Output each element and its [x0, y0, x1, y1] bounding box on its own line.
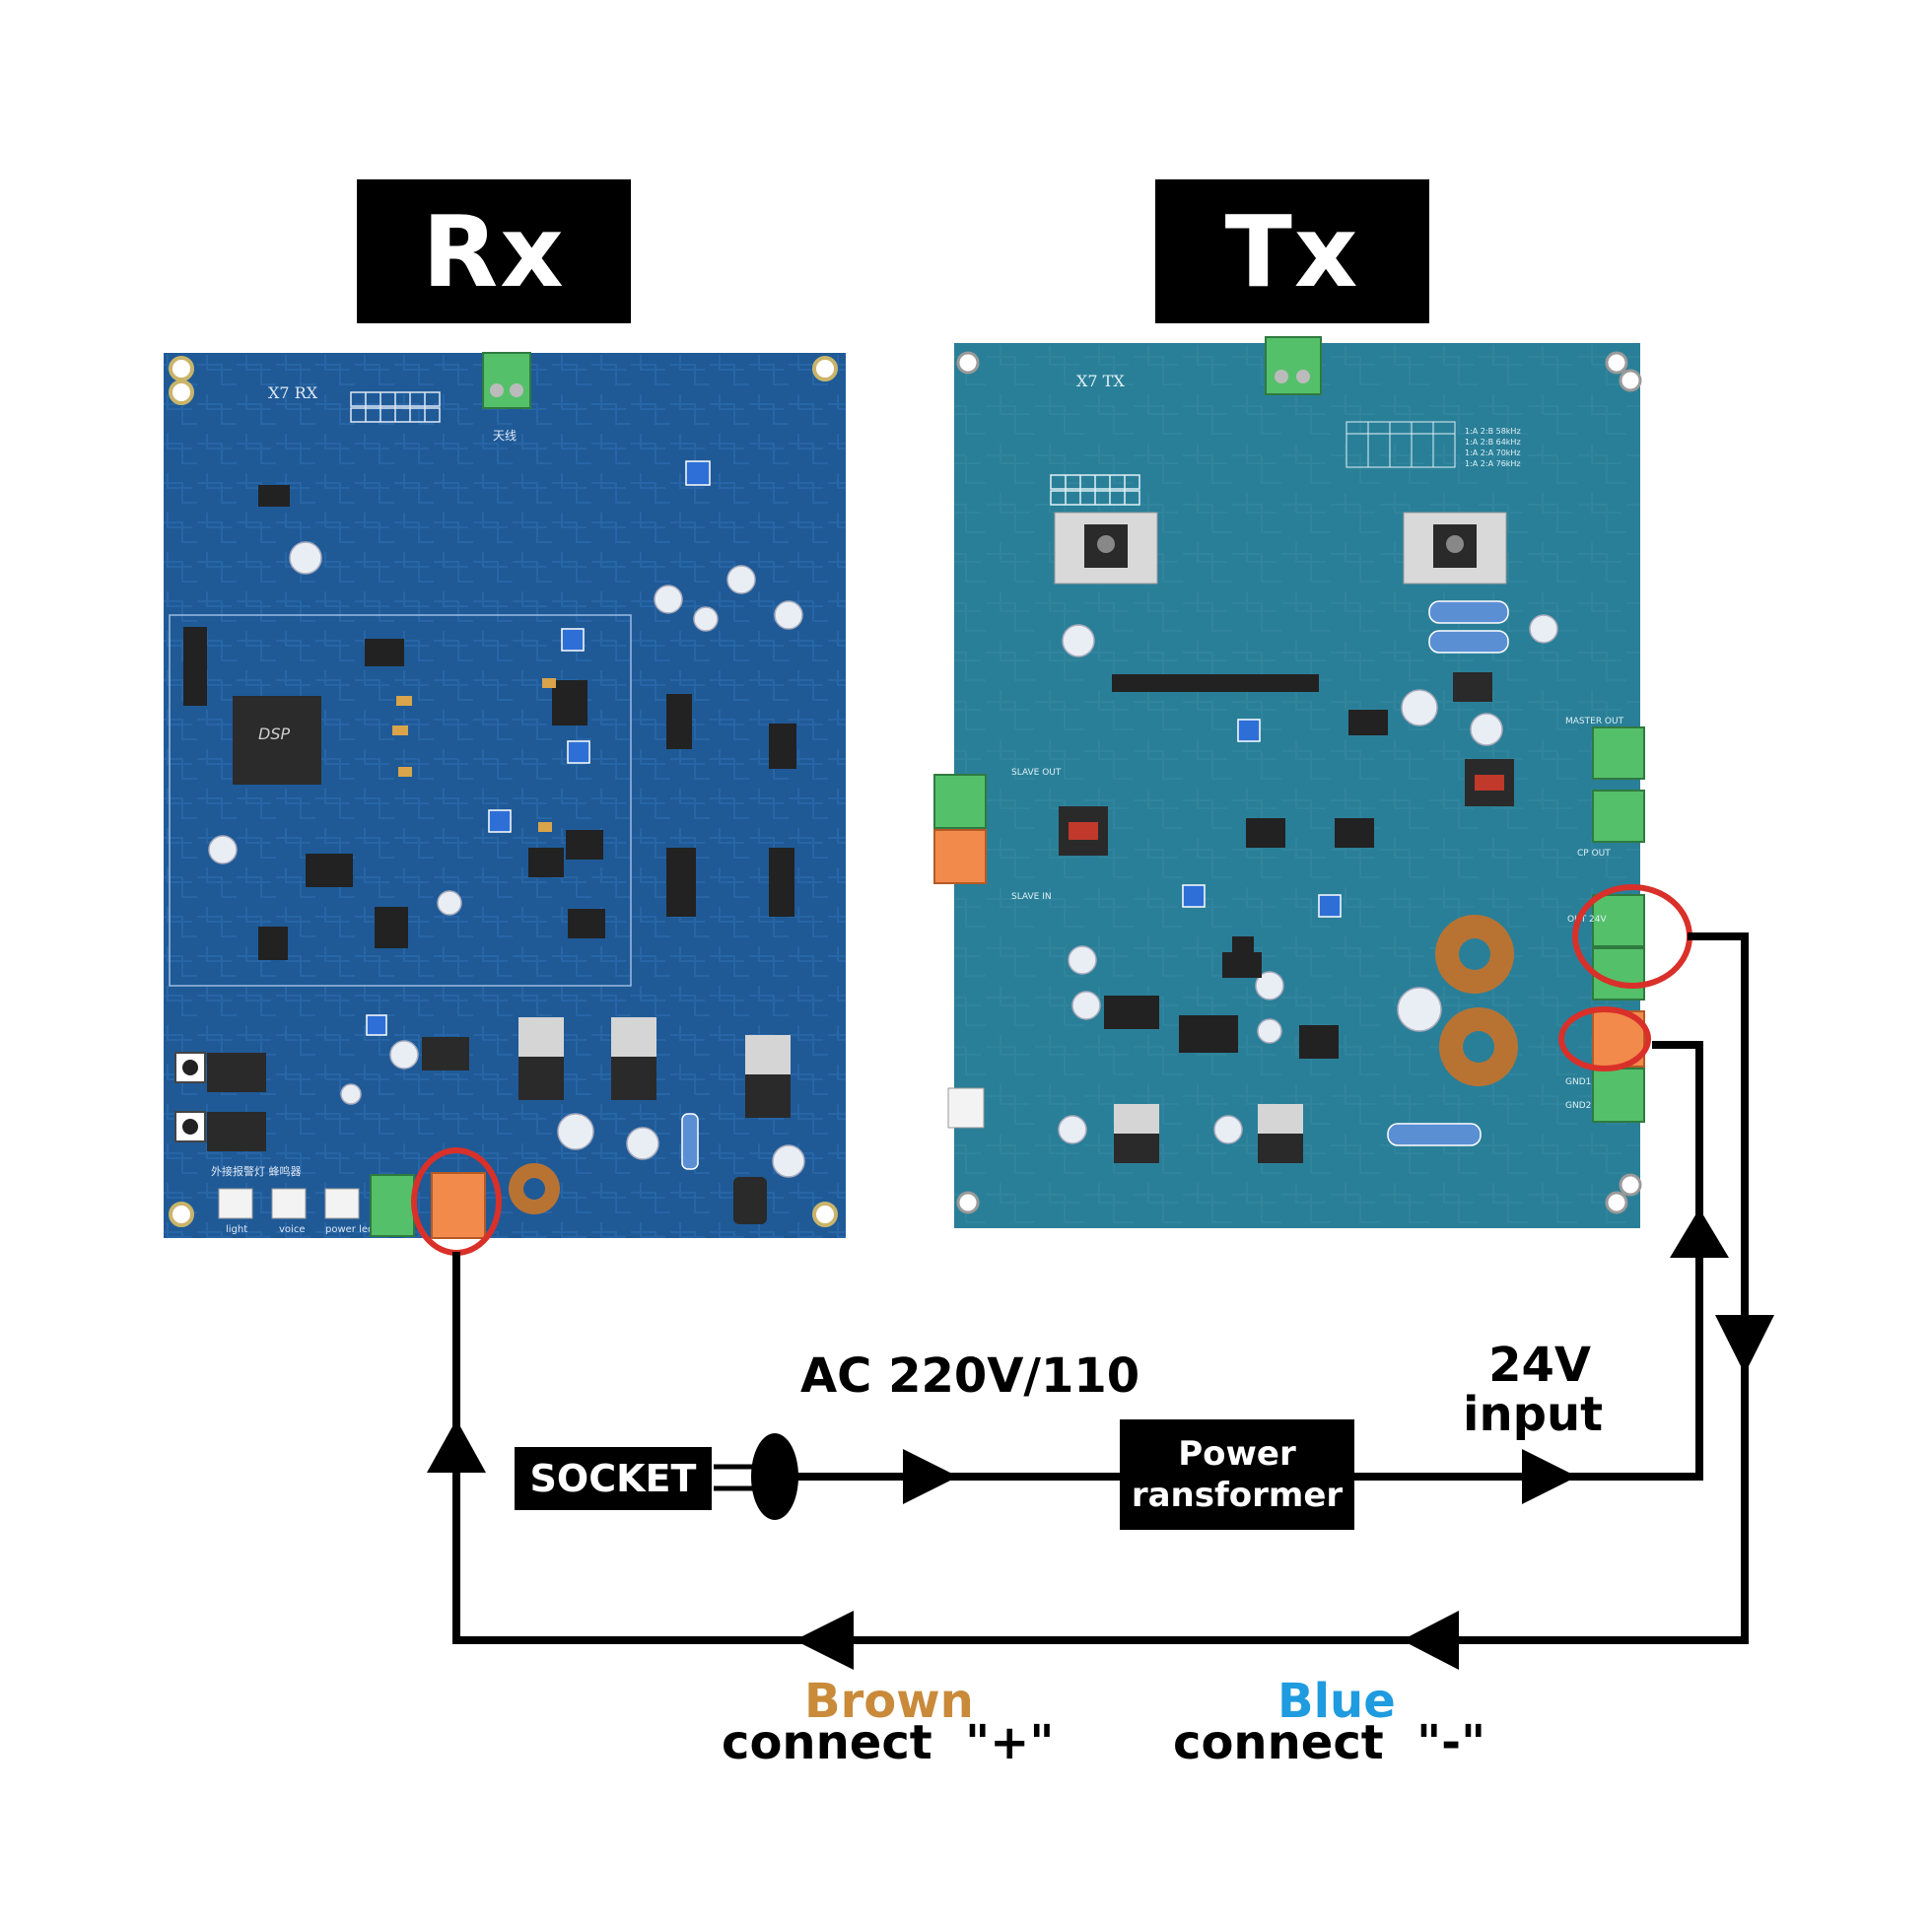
tx-power-resistors	[1387, 600, 1509, 1146]
rx-bulk-capacitor	[733, 1177, 767, 1224]
rx-power-led-label: power led	[325, 1224, 374, 1235]
brown-label: Brown	[804, 1674, 974, 1729]
tx-master-out-terminal	[1592, 726, 1645, 780]
rx-tantalum-caps	[392, 678, 556, 832]
tx-power-in-highlight	[1558, 1006, 1651, 1071]
arrow-right-icon	[1522, 1449, 1577, 1504]
tx-capacitors	[1058, 614, 1558, 1144]
rx-regulators	[207, 1017, 791, 1151]
tx-slave-in-label: SLAVE IN	[1011, 892, 1052, 902]
tx-board: X7 TX 1:A 2:B 58kHz 1:A 2:B 64kHz 1:A 2:…	[933, 336, 1692, 1228]
rx-title: Rx	[357, 179, 631, 323]
arrow-left-icon	[1402, 1611, 1459, 1670]
rx-qc-grid	[350, 391, 441, 423]
tx-mosfets	[1054, 512, 1507, 585]
arrow-left-icon	[794, 1611, 854, 1670]
transformer-line-1: Power	[1178, 1433, 1296, 1474]
tx-table-note-1: 1:A 2:B 58kHz	[1465, 427, 1521, 436]
input-line-1: 24V	[1488, 1338, 1592, 1393]
tx-qc-grid	[1050, 474, 1140, 506]
plug-icon	[751, 1433, 798, 1520]
rx-trimmers	[366, 460, 711, 1036]
tx-slave-in-terminal	[933, 829, 987, 884]
transformer-box: Power ransformer	[1120, 1419, 1354, 1530]
tx-regulators	[1114, 1104, 1303, 1163]
rx-green-terminal	[370, 1174, 415, 1237]
tx-mount-holes	[956, 351, 1642, 1214]
rx-dsp-area	[169, 614, 632, 987]
tx-title: Tx	[1155, 179, 1429, 323]
rx-capacitors	[208, 541, 805, 1178]
blue-label: Blue	[1277, 1674, 1396, 1729]
rx-antenna-terminal	[482, 352, 531, 409]
brown-connect-label: connect "+"	[722, 1715, 1055, 1770]
rx-toroid	[509, 1163, 560, 1214]
rx-light-label: light	[226, 1224, 247, 1235]
rx-switches	[174, 1052, 206, 1142]
tx-silk-label: X7 TX	[1076, 372, 1125, 390]
tx-ic-chips	[1104, 674, 1388, 1059]
arrow-down-icon	[1715, 1315, 1774, 1374]
dsp-chip-label: DSP	[258, 724, 290, 743]
tx-slave-out-terminal	[933, 774, 987, 829]
tx-antenna-terminal	[1265, 336, 1322, 395]
input-voltage-label: 24V input	[1463, 1341, 1603, 1440]
rx-antenna-label: 天线	[493, 429, 517, 443]
rx-silk-label: X7 RX	[268, 383, 318, 402]
arrow-right-icon	[903, 1449, 958, 1504]
tx-out-24v-terminal-a	[1592, 894, 1645, 947]
tx-freq-table	[1346, 421, 1456, 468]
rx-voice-label: voice	[279, 1224, 305, 1235]
tx-cp-out-label: CP OUT	[1577, 849, 1611, 859]
rx-alarm-label: 外接报警灯 蜂鸣器	[211, 1164, 302, 1178]
rx-bottom-connectors	[218, 1188, 360, 1219]
tx-slave-out-label: SLAVE OUT	[1011, 768, 1062, 778]
tx-gnd2-label: GND2	[1565, 1101, 1591, 1111]
tx-toroids	[1435, 915, 1518, 1086]
tx-gnd-terminal	[1592, 1068, 1645, 1123]
transformer-line-2: ransformer	[1131, 1476, 1344, 1515]
arrow-up-icon	[427, 1419, 486, 1473]
tx-trimmers	[1182, 719, 1342, 918]
tx-white-connector	[947, 1087, 985, 1129]
tx-out-24v-label: OUT 24V	[1567, 915, 1607, 925]
blue-connect-label: connect "-"	[1173, 1715, 1486, 1770]
rx-board: X7 RX 天线 DSP	[164, 352, 846, 1256]
tx-cp-out-terminal	[1592, 790, 1645, 843]
tx-master-out-label: MASTER OUT	[1565, 717, 1624, 726]
ac-voltage-label: AC 220V/110	[800, 1348, 1140, 1404]
rx-mount-holes	[169, 356, 838, 1227]
tx-table-note-4: 1:A 2:A 76kHz	[1465, 459, 1521, 468]
rx-resistor	[681, 1113, 699, 1170]
rx-pin-header	[183, 627, 207, 706]
arrow-up-icon	[1670, 1208, 1729, 1258]
return-wire	[452, 932, 1749, 1644]
tx-out-24v-terminal-b	[1592, 947, 1645, 1000]
tx-coils	[1059, 672, 1514, 856]
input-line-2: input	[1463, 1387, 1604, 1443]
flow-arrows	[427, 1208, 1774, 1670]
tx-gnd1-label: GND1	[1565, 1077, 1591, 1087]
socket-box: SOCKET	[515, 1447, 712, 1510]
tx-table-note-2: 1:A 2:B 64kHz	[1465, 438, 1521, 447]
dsp-chip: DSP	[233, 696, 321, 785]
tx-table-note-3: 1:A 2:A 70kHz	[1465, 448, 1521, 457]
rx-power-terminal	[431, 1172, 486, 1239]
